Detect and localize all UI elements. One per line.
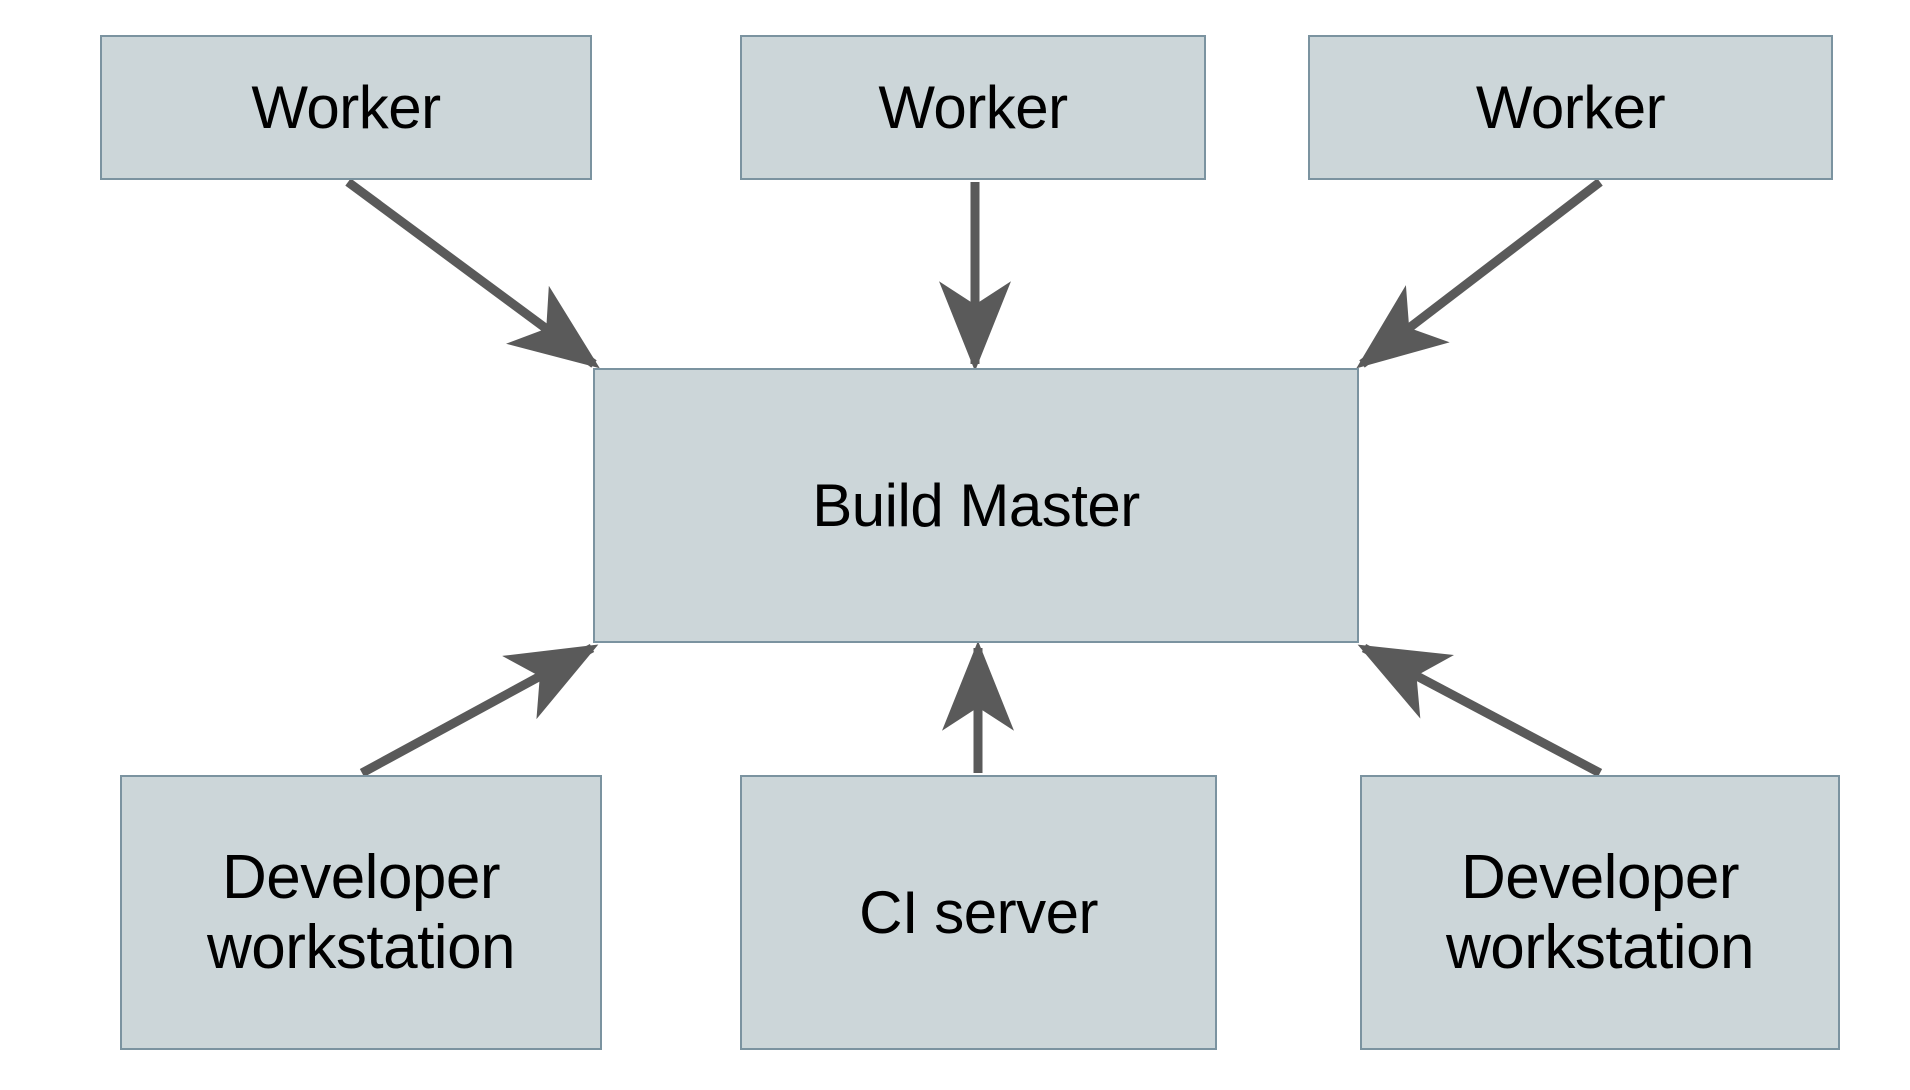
node-label: Build Master (812, 471, 1140, 539)
edge-worker-left-to-build-master (345, 178, 600, 369)
node-worker-mid[interactable]: Worker (740, 35, 1206, 180)
edge-dev-left-to-build-master (359, 644, 599, 777)
node-label: Worker (251, 73, 441, 141)
node-label: Worker (1475, 73, 1666, 141)
edge-worker-right-to-build-master (1356, 178, 1603, 369)
node-ci-server[interactable]: CI server (740, 775, 1217, 1050)
node-worker-left[interactable]: Worker (100, 35, 592, 180)
node-label: Developer workstation (1445, 843, 1755, 982)
node-label: CI server (859, 878, 1098, 946)
node-developer-workstation-right[interactable]: Developer workstation (1360, 775, 1840, 1050)
edge-dev-right-to-build-master (1357, 644, 1603, 777)
node-worker-right[interactable]: Worker (1308, 35, 1833, 180)
node-label: Developer workstation (206, 843, 516, 982)
node-label: Worker (878, 73, 1068, 141)
node-build-master[interactable]: Build Master (593, 368, 1359, 643)
node-developer-workstation-left[interactable]: Developer workstation (120, 775, 602, 1050)
